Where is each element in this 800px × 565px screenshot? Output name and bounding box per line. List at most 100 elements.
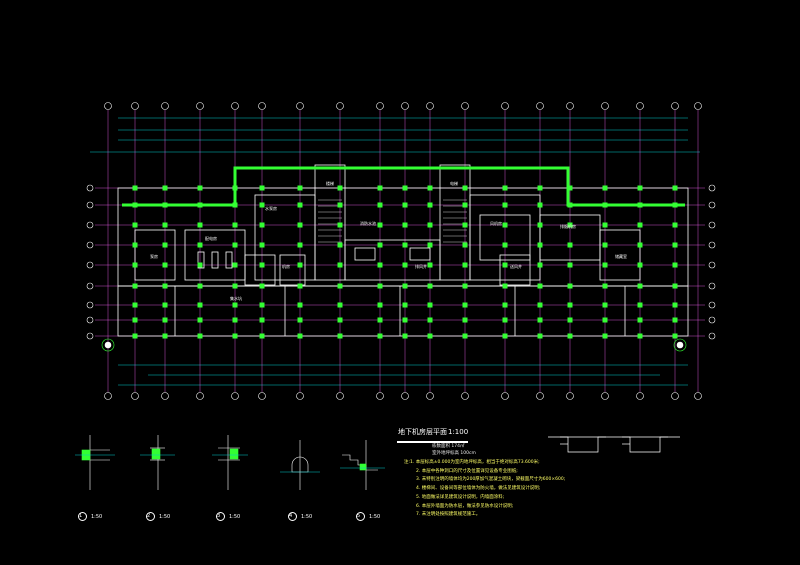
axis-bubble bbox=[708, 332, 716, 340]
column bbox=[602, 317, 608, 323]
column bbox=[402, 262, 408, 268]
notes-block: 注:1. 本层标高±0.000为室内地坪标高，相当于绝对标高73.600米; 2… bbox=[404, 459, 565, 520]
column bbox=[162, 317, 168, 323]
axis-bubble bbox=[196, 102, 204, 110]
column bbox=[502, 242, 508, 248]
column bbox=[162, 302, 168, 308]
axis-bubble bbox=[86, 184, 94, 192]
axis-bubble bbox=[536, 392, 544, 400]
note-line: 4. 楼梯间、设备间等部位墙体为防火墙，做法见建筑设计说明; bbox=[416, 486, 541, 492]
column bbox=[259, 202, 265, 208]
column bbox=[462, 202, 468, 208]
column bbox=[197, 333, 203, 339]
axis-bubble-core bbox=[104, 341, 112, 349]
column bbox=[567, 242, 573, 248]
axis-bubble bbox=[566, 102, 574, 110]
column bbox=[259, 242, 265, 248]
axis-bubble bbox=[376, 392, 384, 400]
axis-bubble bbox=[86, 221, 94, 229]
detail-3 bbox=[212, 435, 248, 490]
column bbox=[462, 242, 468, 248]
column bbox=[132, 222, 138, 228]
column bbox=[427, 283, 433, 289]
column bbox=[427, 333, 433, 339]
column bbox=[462, 262, 468, 268]
column bbox=[427, 222, 433, 228]
column bbox=[672, 202, 678, 208]
column bbox=[232, 222, 238, 228]
column bbox=[567, 222, 573, 228]
column bbox=[377, 302, 383, 308]
column bbox=[377, 317, 383, 323]
column bbox=[637, 333, 643, 339]
axis-bubble bbox=[426, 392, 434, 400]
subtitle-line-1: 栋数面积 174㎡ bbox=[432, 444, 465, 449]
axis-bubble bbox=[86, 282, 94, 290]
column bbox=[402, 317, 408, 323]
column bbox=[132, 302, 138, 308]
axis-bubble bbox=[86, 261, 94, 269]
column bbox=[132, 185, 138, 191]
column bbox=[197, 202, 203, 208]
column bbox=[162, 222, 168, 228]
axis-bubble bbox=[86, 332, 94, 340]
axis-bubble bbox=[104, 102, 112, 110]
column bbox=[502, 302, 508, 308]
column bbox=[402, 242, 408, 248]
column bbox=[162, 242, 168, 248]
note-line: 注:1. 本层标高±0.000为室内地坪标高，相当于绝对标高73.600米; bbox=[404, 460, 540, 465]
column bbox=[537, 317, 543, 323]
column bbox=[537, 333, 543, 339]
detail-1 bbox=[75, 435, 115, 490]
column bbox=[337, 317, 343, 323]
axis-bubble bbox=[461, 392, 469, 400]
column bbox=[402, 333, 408, 339]
column bbox=[502, 185, 508, 191]
axis-bubble bbox=[401, 102, 409, 110]
walls bbox=[117, 164, 689, 337]
room-label: 泵房 bbox=[150, 253, 158, 259]
room-label: 储藏室 bbox=[615, 253, 627, 259]
column bbox=[462, 283, 468, 289]
column bbox=[232, 242, 238, 248]
axis-bubble bbox=[258, 102, 266, 110]
axis-bubble bbox=[196, 392, 204, 400]
column bbox=[462, 222, 468, 228]
column bbox=[427, 317, 433, 323]
column bbox=[337, 222, 343, 228]
column bbox=[162, 202, 168, 208]
axis-bubble bbox=[161, 102, 169, 110]
column bbox=[602, 333, 608, 339]
column bbox=[537, 302, 543, 308]
column bbox=[297, 185, 303, 191]
axis-bubble bbox=[101, 338, 115, 352]
column bbox=[259, 333, 265, 339]
axis-bubble bbox=[536, 102, 544, 110]
column bbox=[602, 202, 608, 208]
column bbox=[637, 283, 643, 289]
column bbox=[377, 222, 383, 228]
column bbox=[377, 202, 383, 208]
bottom-dimensions bbox=[118, 364, 688, 386]
column bbox=[502, 333, 508, 339]
column bbox=[297, 242, 303, 248]
column bbox=[132, 262, 138, 268]
column bbox=[537, 202, 543, 208]
column bbox=[672, 262, 678, 268]
column bbox=[602, 185, 608, 191]
axis-bubble bbox=[376, 102, 384, 110]
column bbox=[377, 262, 383, 268]
column bbox=[402, 185, 408, 191]
column bbox=[259, 222, 265, 228]
column bbox=[232, 283, 238, 289]
column bbox=[297, 262, 303, 268]
axis-bubble bbox=[694, 392, 702, 400]
axis-bubble bbox=[708, 221, 716, 229]
columns bbox=[132, 185, 678, 339]
column bbox=[537, 242, 543, 248]
